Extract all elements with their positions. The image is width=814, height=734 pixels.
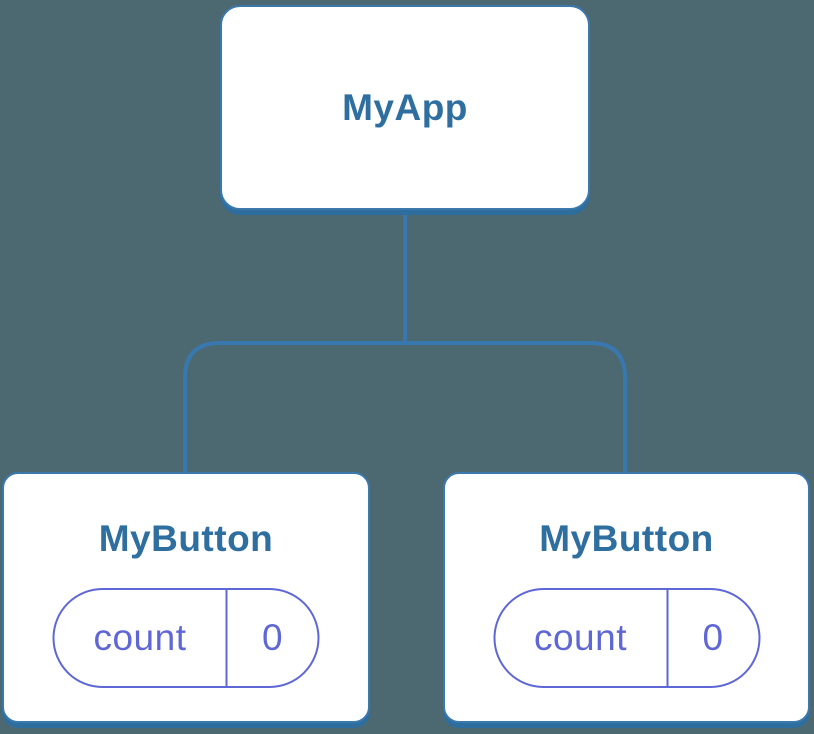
state-key-label: count (533, 617, 627, 658)
tree-node-mybutton-left: MyButton count 0 (2, 472, 370, 723)
tree-node-mybutton-right: MyButton count 0 (443, 472, 810, 723)
state-value-label: 0 (702, 617, 724, 658)
state-value-label: 0 (261, 617, 284, 658)
node-label-mybutton-right: MyButton (539, 518, 714, 559)
connector-bracket (183, 341, 627, 474)
state-key-label: count (93, 617, 187, 658)
node-label-mybutton-left: MyButton (98, 518, 274, 559)
tree-node-myapp: MyApp (220, 5, 590, 210)
state-pill-left: count 0 (52, 588, 320, 688)
state-pill-right: count 0 (493, 588, 760, 688)
state-key-cell: count (495, 590, 666, 686)
state-key-cell: count (55, 590, 226, 686)
state-value-cell: 0 (666, 590, 758, 686)
node-label-myapp: MyApp (342, 86, 468, 128)
state-value-cell: 0 (225, 590, 318, 686)
